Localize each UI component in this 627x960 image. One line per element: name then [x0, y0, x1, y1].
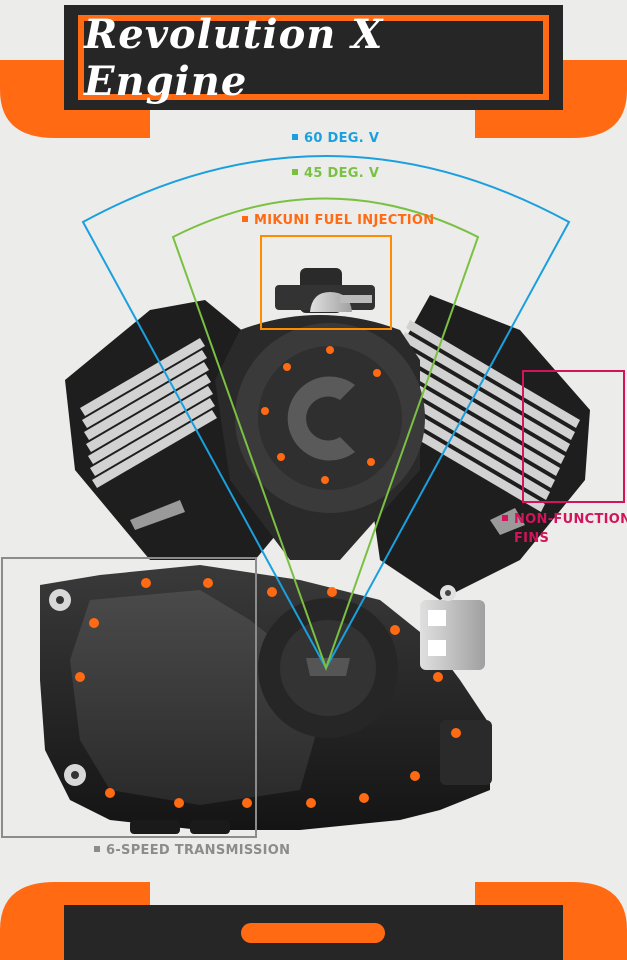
v60-wedge	[81, 155, 571, 671]
blue-square-icon	[292, 134, 298, 140]
footer-bar	[64, 905, 563, 960]
rear-cylinder	[65, 300, 330, 560]
footer-pill	[241, 923, 385, 943]
green-square-icon	[292, 169, 298, 175]
fuel-injection-highlight	[260, 235, 392, 330]
label-60-deg-v: 60 DEG. V	[292, 131, 379, 146]
gray-square-icon	[94, 846, 100, 852]
title-frame: Revolution X Engine	[78, 11, 549, 105]
title-banner: Revolution X Engine	[64, 5, 563, 110]
fins-highlight	[522, 370, 625, 503]
transmission-highlight	[1, 557, 257, 838]
label-fins: NON-FUNCTIONAL FINS	[502, 510, 627, 548]
gray-bracket	[420, 585, 485, 670]
engine-illustration	[40, 268, 590, 834]
page-title: Revolution X Engine	[84, 10, 384, 105]
label-fuel-injection-text: MIKUNI FUEL INJECTION	[254, 213, 435, 228]
label-transmission-text: 6-SPEED TRANSMISSION	[106, 843, 291, 858]
magenta-square-icon	[502, 515, 508, 521]
orange-square-icon	[242, 216, 248, 222]
label-45-deg-v: 45 DEG. V	[292, 166, 379, 181]
fuel-injector-body	[275, 268, 375, 313]
label-60-deg-v-text: 60 DEG. V	[304, 131, 380, 146]
label-fins-line2: FINS	[514, 531, 550, 546]
transmission-cover	[70, 590, 320, 805]
label-fins-line1: NON-FUNCTIONAL	[514, 512, 627, 527]
label-45-deg-v-text: 45 DEG. V	[304, 166, 380, 181]
cover-bolts	[75, 346, 461, 808]
label-fuel-injection: MIKUNI FUEL INJECTION	[242, 213, 434, 228]
v45-wedge	[171, 197, 480, 671]
label-transmission: 6-SPEED TRANSMISSION	[94, 843, 290, 858]
